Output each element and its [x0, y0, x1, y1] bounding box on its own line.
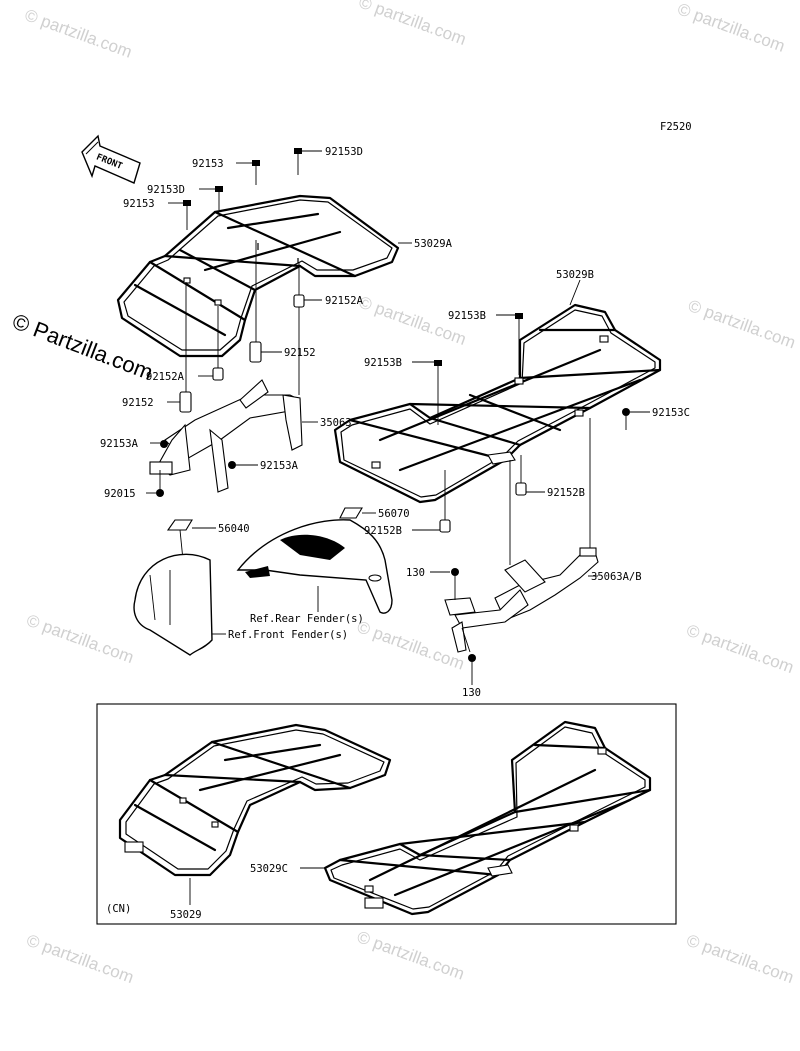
callout-53029: 53029: [170, 909, 202, 921]
callout-35063: 35063: [320, 417, 352, 429]
callout-56040: 56040: [218, 523, 250, 535]
callout-53029C: 53029C: [250, 863, 288, 875]
rear-bracket-35063AB: [444, 547, 599, 662]
front-arrow-icon: FRONT: [81, 134, 141, 184]
callout-130-bottom: 130: [462, 687, 481, 699]
callout-53029A: 53029A: [414, 238, 453, 250]
callout-92152A-left: 92152A: [146, 371, 185, 383]
callout-92015: 92015: [104, 488, 136, 500]
callout-92153B-top: 92153B: [448, 310, 486, 322]
rear-carrier-53029B: [333, 303, 662, 504]
watermark-text: © partzilla.com: [684, 621, 796, 677]
figure-code: F2520: [660, 121, 692, 133]
callout-92153B-mid: 92153B: [364, 357, 402, 369]
watermark-text: © partzilla.com: [675, 0, 787, 56]
background-watermarks: © partzilla.com © partzilla.com © partzi…: [22, 0, 798, 987]
leader-lines: [146, 150, 650, 685]
callout-92152A-right: 92152A: [325, 295, 364, 307]
callout-35063AB: 35063A/B: [591, 571, 642, 583]
watermark-text: © partzilla.com: [22, 5, 134, 61]
callout-92153A-left: 92153A: [100, 438, 139, 450]
callout-ref-front-fender: Ref.Front Fender(s): [228, 629, 348, 641]
rear-bolts: [434, 313, 630, 565]
callout-92153A-right: 92153A: [260, 460, 299, 472]
callout-92152B-right: 92152B: [547, 487, 585, 499]
front-bracket-35063: [149, 379, 303, 497]
callout-92152-left: 92152: [122, 397, 154, 409]
watermark-text: © partzilla.com: [686, 296, 798, 352]
cn-front-carrier-53029: [118, 723, 392, 905]
rear-fender: [236, 519, 393, 614]
callout-92153C: 92153C: [652, 407, 690, 419]
callout-92153-left: 92153: [123, 198, 155, 210]
callout-cn: (CN): [106, 903, 131, 915]
callout-130-top: 130: [406, 567, 425, 579]
watermark-text: © partzilla.com: [684, 931, 796, 987]
watermark-text: © partzilla.com: [355, 617, 467, 673]
callout-92153D-mid: 92153D: [147, 184, 185, 196]
callout-53029B: 53029B: [556, 269, 594, 281]
callout-92152-mid: 92152: [284, 347, 316, 359]
watermark-text: © partzilla.com: [24, 611, 136, 667]
front-carrier-53029A: [116, 194, 400, 358]
callout-92153-top: 92153: [192, 158, 224, 170]
front-bolts: [179, 148, 305, 413]
callout-92153D-top: 92153D: [325, 146, 363, 158]
cn-variant-box: [96, 703, 677, 925]
cn-rear-carrier-53029C: [300, 720, 652, 916]
watermark-text: © partzilla.com: [24, 931, 136, 987]
watermark-text: © partzilla.com: [355, 927, 467, 983]
callout-56070: 56070: [378, 508, 410, 520]
watermark-text: © partzilla.com: [356, 0, 468, 49]
front-fender: [133, 553, 213, 656]
callout-ref-rear-fender: Ref.Rear Fender(s): [250, 613, 364, 625]
label-stickers: [166, 507, 363, 611]
callout-92152B-left: 92152B: [364, 525, 402, 537]
callout-labels: 92153 92153D 92153D 92153 53029A 92152A …: [100, 146, 690, 921]
